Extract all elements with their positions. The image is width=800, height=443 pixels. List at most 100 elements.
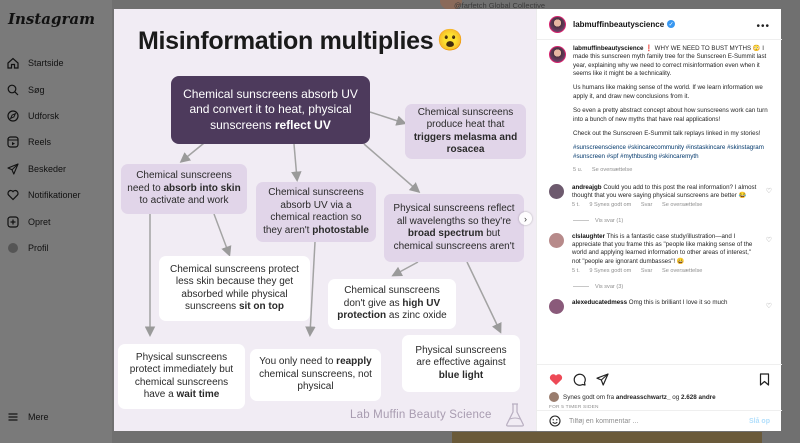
verified-badge-icon: ✓ <box>667 20 676 28</box>
avatar[interactable] <box>549 15 566 33</box>
bookmark-icon[interactable] <box>759 372 770 386</box>
nav-item-profile[interactable]: Profil <box>6 235 112 261</box>
view-replies-button[interactable]: Vis svar (3) <box>573 284 772 290</box>
post-details: labmuffinbeautyscience ✓ ••• labmuffinbe… <box>536 9 782 431</box>
myth-box-high-uv: Chemical sunscreens don't give as high U… <box>328 279 456 329</box>
avatar[interactable] <box>549 298 564 314</box>
feed-post-image <box>452 432 762 443</box>
comments-list[interactable]: labmuffinbeautyscience ❗️ WHY WE NEED TO… <box>537 41 782 363</box>
myth-box-reflect-all: Physical sunscreens reflect all waveleng… <box>384 194 524 262</box>
nav-item-more[interactable]: Mere <box>6 410 49 423</box>
sidebar: Instagram Startside Søg Udforsk Reels Be… <box>0 0 112 443</box>
reply-button[interactable]: Svar <box>640 268 653 275</box>
post-image[interactable]: Misinformation multiplies😮 Chemical su <box>114 9 536 431</box>
nav-item-notifications[interactable]: Notifikationer <box>6 182 112 208</box>
add-comment-bar: Slå op <box>537 410 782 431</box>
likes-prefix: Synes godt om fra <box>563 393 615 401</box>
caption-meta: 5 u. Se oversættelse <box>573 167 772 175</box>
flask-icon <box>506 403 524 427</box>
likes-count[interactable]: 2.628 andre <box>680 393 716 401</box>
nav-item-home[interactable]: Startside <box>6 50 112 76</box>
comment-like-heart-icon[interactable]: ♡ <box>765 187 772 195</box>
nav-label: Mere <box>28 411 49 422</box>
nav-label: Søg <box>28 84 45 95</box>
see-translation-link[interactable]: Se oversættelse <box>661 202 703 209</box>
more-options-icon[interactable]: ••• <box>756 21 770 32</box>
avatar[interactable] <box>549 46 566 63</box>
caption-time: 5 u. <box>573 166 583 173</box>
next-image-button[interactable]: › <box>519 212 532 225</box>
profile-icon <box>6 241 19 254</box>
view-replies-button[interactable]: Vis svar (1) <box>573 218 772 224</box>
comment: clslaughter This is a fantastic case stu… <box>549 232 772 276</box>
shocked-face-icon: 😮 <box>437 29 464 52</box>
nav-item-reels[interactable]: Reels <box>6 129 112 155</box>
reply-button[interactable]: Svar <box>640 202 653 209</box>
avatar[interactable] <box>549 232 564 248</box>
likes-suffix: og <box>672 393 680 401</box>
post-header: labmuffinbeautyscience ✓ ••• <box>537 9 782 40</box>
comment-likes[interactable]: 9 Synes godt om <box>589 202 632 209</box>
caption: labmuffinbeautyscience ❗️ WHY WE NEED TO… <box>549 45 772 175</box>
comment: andreajgb Could you add to this post the… <box>549 183 772 210</box>
create-icon <box>6 215 19 228</box>
avatar[interactable] <box>549 183 564 199</box>
comment-like-heart-icon[interactable]: ♡ <box>765 302 772 310</box>
nav-item-create[interactable]: Opret <box>6 208 112 234</box>
comment-username[interactable]: andreajgb <box>572 183 602 191</box>
post-date: FOR 5 TIMER SIDEN <box>549 405 599 410</box>
instagram-logo[interactable]: Instagram <box>8 10 95 28</box>
post-comment-button[interactable]: Slå op <box>748 417 770 425</box>
avatar <box>549 392 559 402</box>
myth-box-root: Chemical sunscreens absorb UV and conver… <box>171 76 370 144</box>
nav-label: Reels <box>28 137 52 148</box>
like-heart-icon[interactable] <box>549 373 563 386</box>
messages-icon <box>6 162 19 175</box>
nav-item-messages[interactable]: Beskeder <box>6 156 112 182</box>
comment-text: Could you add to this post the real info… <box>572 183 757 199</box>
avatar <box>440 0 462 10</box>
nav-item-explore[interactable]: Udforsk <box>6 103 112 129</box>
menu-icon <box>6 410 19 423</box>
reels-icon <box>6 136 19 149</box>
caption-hashtags[interactable]: #sunscreenscience #skincarecommunity #in… <box>573 144 764 160</box>
see-translation-link[interactable]: Se oversættelse <box>591 166 633 173</box>
post-username[interactable]: labmuffinbeautyscience <box>573 19 665 29</box>
post-actions: Synes godt om fra andreasschwartz_ og 2.… <box>537 364 782 410</box>
caption-paragraph: Check out the Sunscreen E-Summit talk re… <box>573 129 761 137</box>
infographic-title: Misinformation multiplies😮 <box>138 27 464 55</box>
comment-input[interactable] <box>569 417 739 425</box>
infographic-footer: Lab Muffin Beauty Science <box>350 409 492 421</box>
comment: alexeducatedmess Omg this is brilliant I… <box>549 298 772 314</box>
explore-icon <box>6 109 19 122</box>
comment-meta: 5 t. 9 Synes godt om Svar Se oversættels… <box>572 268 757 276</box>
likes-username[interactable]: andreasschwartz_ <box>615 393 671 401</box>
myth-box-wait-time: Physical sunscreens protect immediately … <box>118 344 245 409</box>
comment-likes[interactable]: 9 Synes godt om <box>589 268 632 275</box>
myth-box-protect-less: Chemical sunscreens protect less skin be… <box>159 256 310 321</box>
nav-label: Startside <box>28 58 64 69</box>
comment-username[interactable]: clslaughter <box>572 232 606 240</box>
arrow-connectors <box>144 111 502 337</box>
nav-label: Beskeder <box>28 163 67 174</box>
nav-label: Notifikationer <box>28 190 81 201</box>
caption-paragraph: ❗️ WHY WE NEED TO BUST MYTHS 😳 I made th… <box>573 45 767 78</box>
caption-username[interactable]: labmuffinbeautyscience <box>573 45 644 52</box>
comment-like-heart-icon[interactable]: ♡ <box>765 236 772 244</box>
likes-summary[interactable]: Synes godt om fra andreasschwartz_ og 2.… <box>549 392 770 402</box>
nav-label: Opret <box>28 216 51 227</box>
share-icon[interactable] <box>596 372 609 386</box>
comment-username[interactable]: alexeducatedmess <box>572 298 628 306</box>
comment-text: This is a fantastic case study/illustrat… <box>572 232 753 265</box>
emoji-icon[interactable] <box>549 415 561 427</box>
comment-time: 5 t. <box>572 268 580 275</box>
feed-post-header: @farfetch Global Collective <box>440 0 640 12</box>
see-translation-link[interactable]: Se oversættelse <box>661 268 703 275</box>
comment-time: 5 t. <box>572 202 580 209</box>
feed-post-source: @farfetch Global Collective <box>454 1 545 10</box>
nav-item-search[interactable]: Søg <box>6 76 112 102</box>
search-icon <box>6 83 19 96</box>
myth-box-photostable: Chemical sunscreens absorb UV via a chem… <box>256 182 376 242</box>
comment-icon[interactable] <box>573 373 586 386</box>
comment-text: Omg this is brilliant I love it so much <box>628 298 728 306</box>
